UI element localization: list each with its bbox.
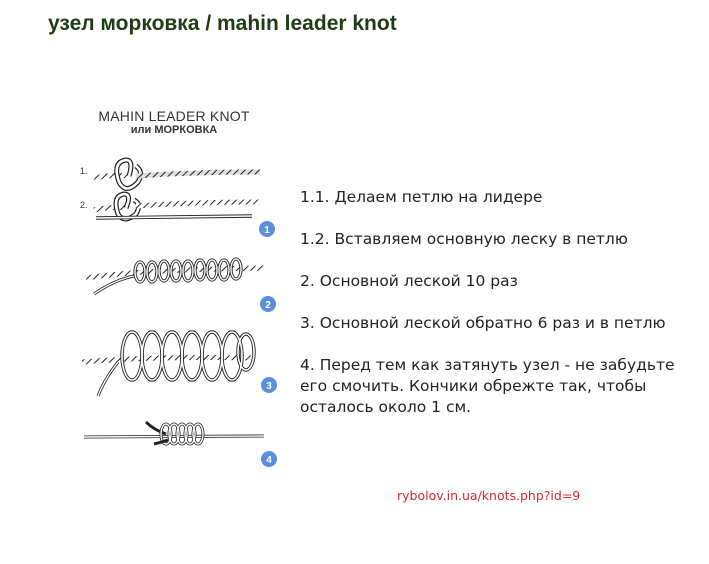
step-3: 3. Основной леской обратно 6 раз и в пет… [300,314,666,332]
instructions: 1.1. Делаем петлю на лидере 1.2. Вставля… [300,187,695,439]
svg-text:1: 1 [264,225,270,236]
step-1-2: 1.2. Вставляем основную леску в петлю [300,230,628,248]
page-title: узел морковка / mahin leader knot [48,12,397,35]
badge-3: 3 [261,377,277,393]
step-1-drawing [93,157,261,191]
badge-1: 1 [259,221,275,237]
badge-2: 2 [260,296,276,312]
badge-4: 4 [261,451,277,467]
svg-text:3: 3 [266,381,272,392]
step-1-1: 1.1. Делаем петлю на лидере [300,188,543,206]
step-2: 2. Основной леской 10 раз [300,272,518,290]
source-link[interactable]: rybolov.in.ua/knots.php?id=9 [397,488,581,503]
step-2-drawing [93,191,261,222]
svg-text:4: 4 [266,455,272,466]
figure-title: MAHIN LEADER KNOT [98,108,250,124]
step-3-drawing [85,257,265,296]
step-5-drawing [83,420,265,446]
step-4: 4. Перед тем как затянуть узел - не забу… [300,356,675,416]
knot-diagram: 1. 2. [80,157,277,467]
step-4-drawing [81,330,256,397]
svg-text:2: 2 [265,300,271,311]
row-label-1: 1. [80,166,88,176]
knot-illustration: 1. 2. [74,100,284,480]
row-label-2: 2. [80,200,88,210]
figure-subtitle: или МОРКОВКА [130,124,218,136]
